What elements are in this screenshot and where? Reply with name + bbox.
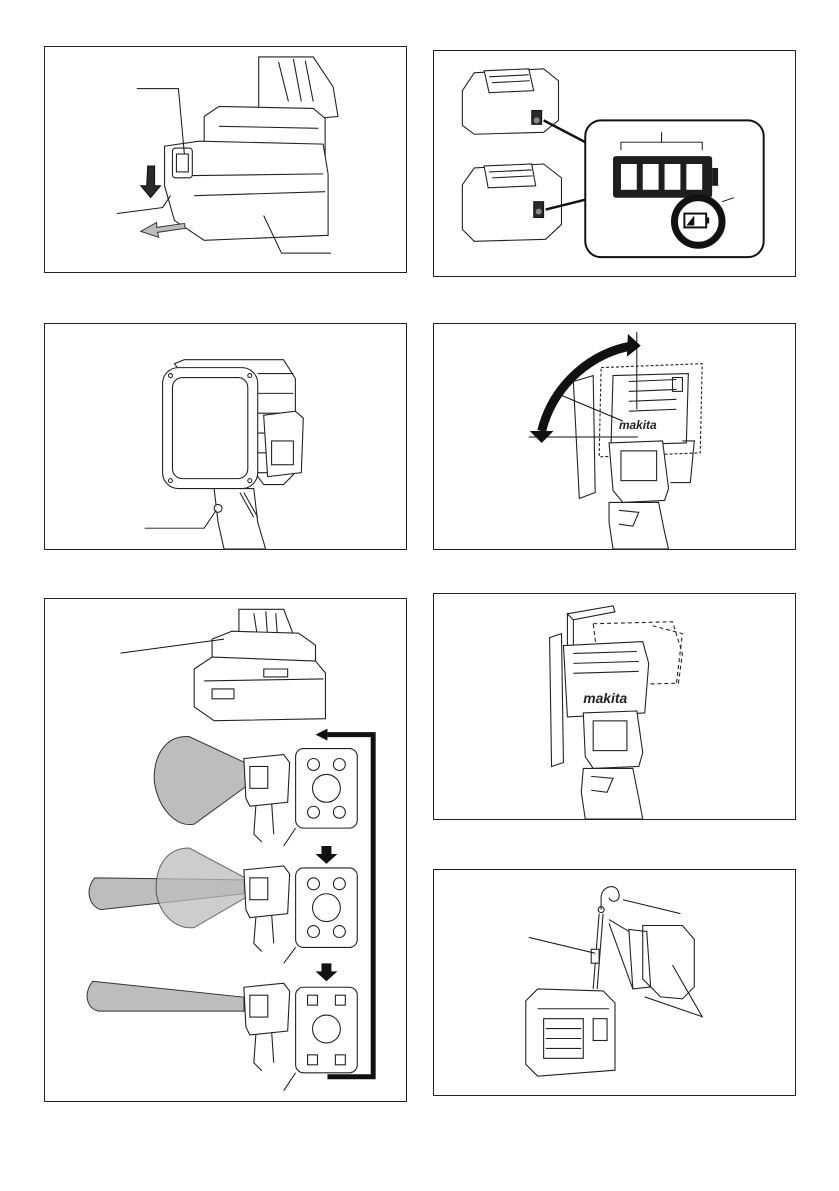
figure-stand-folding: makita [433, 593, 796, 820]
hook-hanging-illustration [434, 870, 795, 1095]
head-angle-illustration: makita [434, 324, 795, 549]
makita-logo: makita [619, 418, 657, 432]
battery-indicator-illustration [434, 51, 795, 276]
down-arrow-icon [141, 166, 161, 198]
makita-logo-2: makita [583, 690, 627, 706]
hook-icon [601, 887, 619, 910]
figure-battery-removal [44, 46, 407, 273]
mode3-indicator [296, 987, 358, 1073]
mode1-indicator [296, 749, 358, 829]
figure-head-angle: makita [433, 323, 796, 550]
light-switch-illustration [45, 324, 406, 549]
figure-battery-indicator [433, 50, 796, 277]
wide-beam [154, 737, 249, 825]
narrow-beam [87, 981, 244, 1011]
mode-arrow-icon [316, 846, 338, 864]
battery-removal-illustration [45, 47, 406, 272]
figure-light-modes [44, 598, 407, 1102]
figure-light-switch [44, 323, 407, 550]
figure-hook-hanging [433, 869, 796, 1096]
release-button [172, 148, 192, 178]
light-modes-illustration [45, 599, 406, 1101]
stand-folding-illustration: makita [434, 594, 795, 819]
slide-arrow-icon [141, 222, 186, 237]
mode2-indicator [296, 868, 358, 948]
